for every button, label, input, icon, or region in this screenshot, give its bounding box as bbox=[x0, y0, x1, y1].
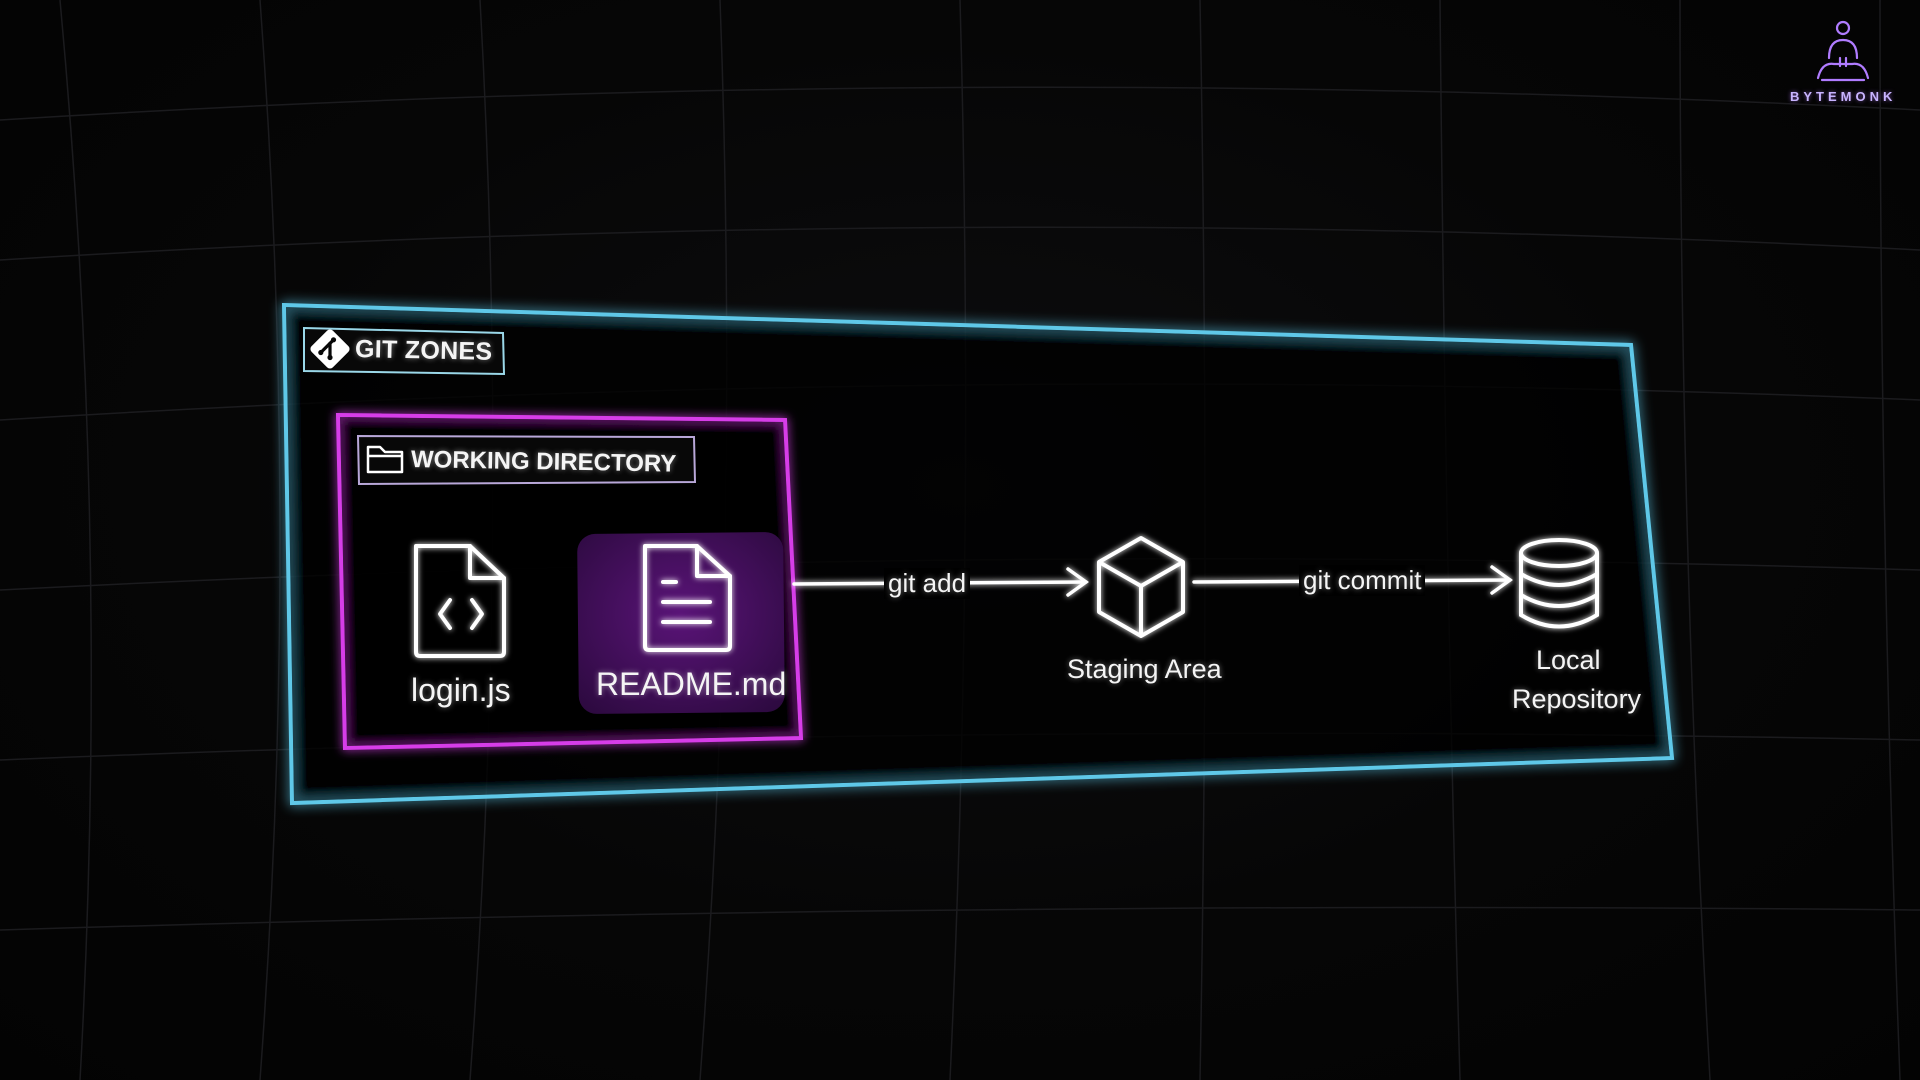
local-repo-label-line1: Local bbox=[1536, 645, 1601, 675]
folder-icon bbox=[366, 445, 404, 474]
working-directory-tag-box bbox=[356, 434, 697, 486]
git-add-label: git add bbox=[884, 568, 971, 599]
database-icon bbox=[1519, 538, 1599, 629]
file-label-readme: README.md bbox=[596, 666, 787, 702]
local-repo-label-line2: Repository bbox=[1512, 684, 1642, 714]
git-logo-icon bbox=[310, 329, 350, 369]
staging-area-label: Staging Area bbox=[1067, 654, 1222, 684]
git-zones-title: GIT ZONES bbox=[354, 335, 493, 366]
working-directory-title: WORKING DIRECTORY bbox=[410, 446, 677, 478]
git-commit-label: git commit bbox=[1299, 565, 1426, 596]
cube-icon bbox=[1097, 536, 1185, 638]
code-file-icon bbox=[414, 544, 506, 658]
text-file-icon bbox=[643, 544, 732, 652]
brand-name: BYTEMONK bbox=[1790, 89, 1897, 104]
file-label-login: login.js bbox=[411, 672, 511, 708]
git-zones-tag-box bbox=[303, 326, 506, 376]
monk-logo-icon bbox=[1816, 20, 1870, 82]
